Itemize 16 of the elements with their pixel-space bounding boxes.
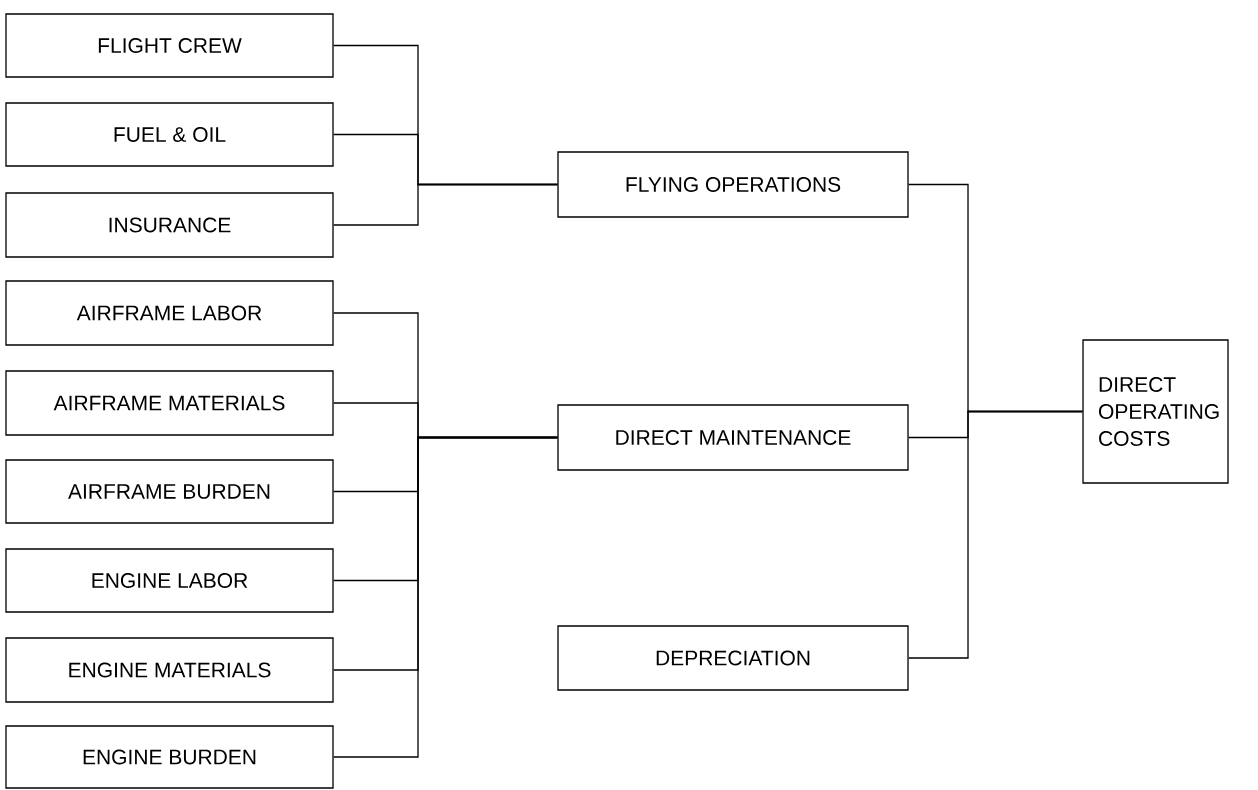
process-box: FLIGHT CREW <box>5 13 334 78</box>
process-box: AIRFRAME MATERIALS <box>5 370 334 436</box>
process-box: AIRFRAME LABOR <box>5 280 334 346</box>
process-box: DIRECT MAINTENANCE <box>557 404 909 471</box>
process-box: DEPRECIATION <box>557 625 909 691</box>
process-box: FLYING OPERATIONS <box>557 151 909 218</box>
process-box: ENGINE MATERIALS <box>5 637 334 703</box>
process-box: FUEL & OIL <box>5 102 334 167</box>
connector-line <box>333 436 558 758</box>
process-box: INSURANCE <box>5 192 334 258</box>
process-box: DIRECT OPERATING COSTS <box>1082 339 1229 484</box>
process-box: ENGINE BURDEN <box>5 725 334 789</box>
process-box: ENGINE LABOR <box>5 548 334 613</box>
process-box: AIRFRAME BURDEN <box>5 459 334 524</box>
connector-line <box>333 183 558 226</box>
connector-line <box>908 410 1083 659</box>
